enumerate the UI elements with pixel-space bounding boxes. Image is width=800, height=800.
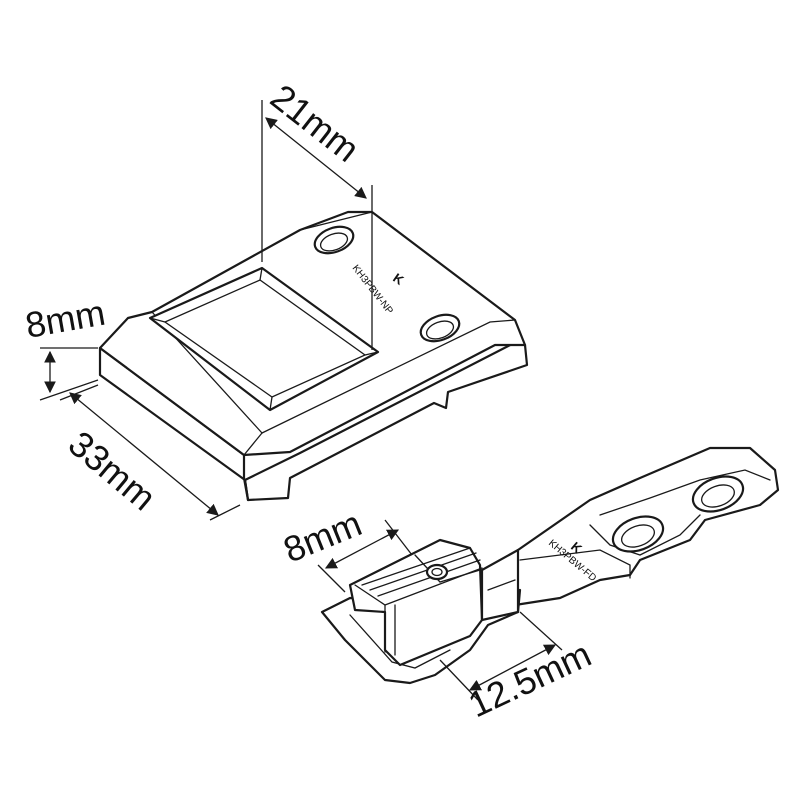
bottom-clip-hole-1	[691, 475, 745, 513]
bottom-clip: KH3PBW-FD K	[320, 446, 780, 685]
dim-8mm-top-label: 8mm	[22, 292, 108, 346]
bottom-clip-pin	[425, 563, 449, 581]
bottom-clip-hole-2	[611, 515, 665, 553]
dim-8mm-bottom-label: 8mm	[278, 502, 368, 570]
top-bracket-hole-1	[313, 225, 355, 255]
dim-12.5mm-label: 12.5mm	[462, 633, 597, 725]
top-bracket: K KH3PBW-NP	[98, 210, 529, 502]
top-bracket-hole-2	[419, 313, 461, 343]
dim-33mm-label: 33mm	[61, 423, 164, 519]
dim-21mm-label: 21mm	[263, 76, 367, 170]
top-bracket-right-face	[243, 338, 529, 502]
dim-8mm-top: 8mm	[22, 292, 108, 401]
